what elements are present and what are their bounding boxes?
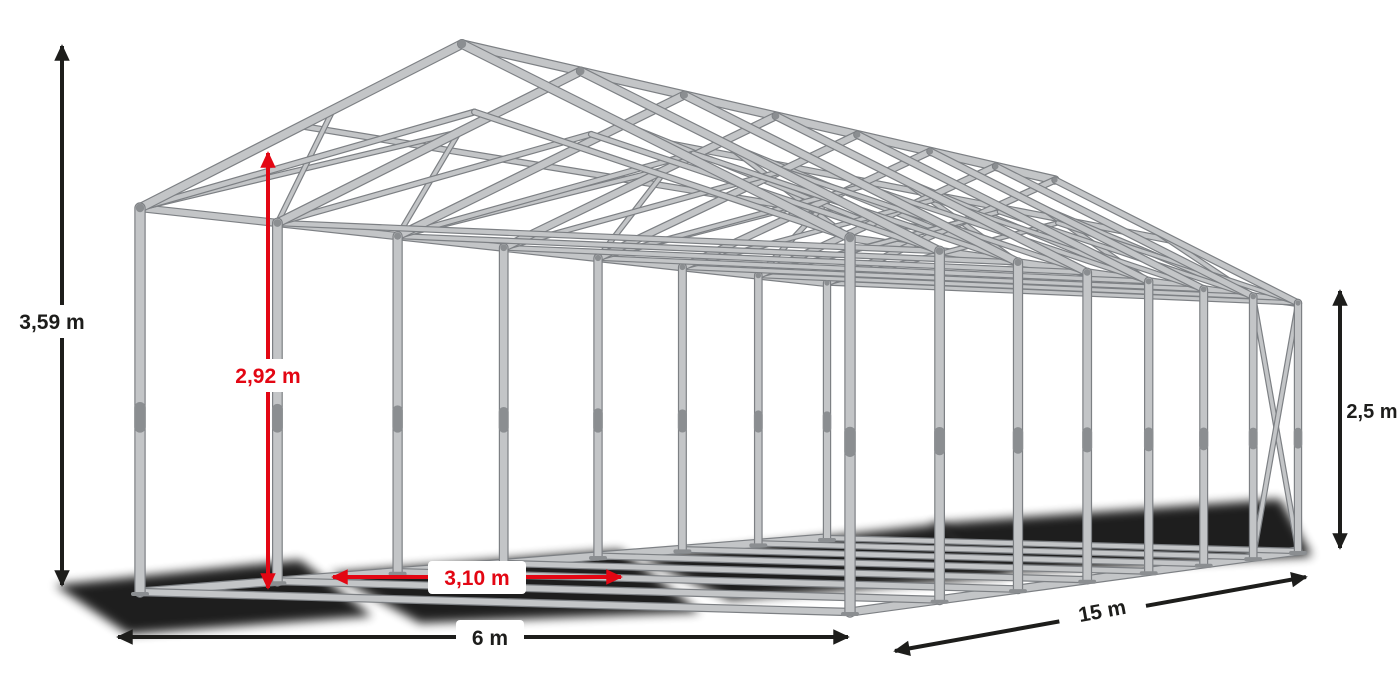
frame-joint (680, 91, 689, 99)
frame-tube (394, 91, 688, 240)
frame-tube (273, 67, 585, 227)
dim-total-height: 3,59 m (6, 44, 98, 587)
frame-tube (275, 220, 942, 254)
frame-joint (457, 39, 467, 49)
frame-tube (275, 107, 335, 225)
frame-joint (273, 219, 282, 227)
frame-tube (1052, 177, 1301, 306)
frame-tube (500, 112, 780, 251)
frame-tube (472, 109, 853, 241)
width-label-bg (456, 620, 524, 654)
frame-tube (825, 281, 1300, 305)
frame-joint (854, 131, 861, 138)
dim-entrance-width: 3,10 m (331, 561, 623, 594)
frame-joint (576, 67, 585, 76)
frame-tube (395, 130, 462, 238)
frame-tube (927, 148, 1207, 293)
frame-joint (1145, 278, 1152, 285)
frame-tube (772, 112, 1091, 276)
entrance-height-label: 2,92 m (235, 365, 300, 388)
dim-length: 15 m (893, 572, 1308, 656)
frame-joint (394, 232, 402, 240)
frame-joint (772, 112, 780, 120)
frame-joint (927, 148, 934, 155)
frame-tube (825, 536, 1300, 553)
frame-joint (992, 163, 999, 170)
frame-joint (755, 272, 762, 279)
frame-tube (275, 132, 594, 226)
frame-tube (595, 553, 1152, 574)
frame-joint (594, 254, 602, 262)
length-label-bg (1056, 586, 1148, 634)
frame-tube (137, 109, 477, 211)
frame-joint (824, 280, 830, 286)
frame-joint (845, 233, 855, 243)
frame-tube (136, 40, 466, 212)
frame-joint (935, 247, 944, 255)
side-height-label-bg (1344, 395, 1400, 426)
frame-joint (1083, 269, 1091, 276)
frame-tube (854, 131, 1152, 285)
frame-joint (1295, 300, 1301, 306)
frame-tube (458, 40, 1059, 184)
tent-frame (131, 39, 1307, 618)
frame-joint (1014, 258, 1022, 266)
total-height-label: 3,59 m (19, 311, 84, 334)
frame-tube (395, 234, 1020, 265)
frame-joint (1200, 286, 1207, 293)
frame-joint (135, 203, 145, 213)
dim-entrance-height: 2,92 m (218, 151, 318, 590)
frame-joint (1250, 293, 1256, 300)
frame-joint (1052, 177, 1058, 183)
frame-tube (137, 589, 853, 615)
dimension-annotations: 3,59 m 2,92 m 3,10 m 2,5 m 6 m (6, 44, 1400, 656)
side-height-label: 2,5 m (1346, 401, 1397, 423)
entrance-width-label-bg (428, 561, 526, 594)
frame-tube (756, 273, 1255, 299)
frame-tube (993, 163, 1256, 300)
frame-tube (596, 256, 1151, 284)
frame-tube (577, 67, 944, 255)
frame-joint (679, 264, 686, 271)
frame-tube (1251, 301, 1300, 559)
dim-width: 6 m (116, 620, 850, 654)
entrance-height-label-bg (218, 359, 318, 392)
frame-tube (756, 541, 1256, 560)
dim-side-height: 2,5 m (1332, 289, 1400, 550)
width-label: 6 m (472, 627, 508, 650)
frame-tube (458, 40, 854, 242)
frame-joint (500, 244, 508, 252)
total-height-label-bg (6, 305, 98, 338)
frame-tube (501, 245, 1090, 275)
frame-tube (681, 91, 1022, 266)
entrance-width-label: 3,10 m (444, 567, 509, 590)
